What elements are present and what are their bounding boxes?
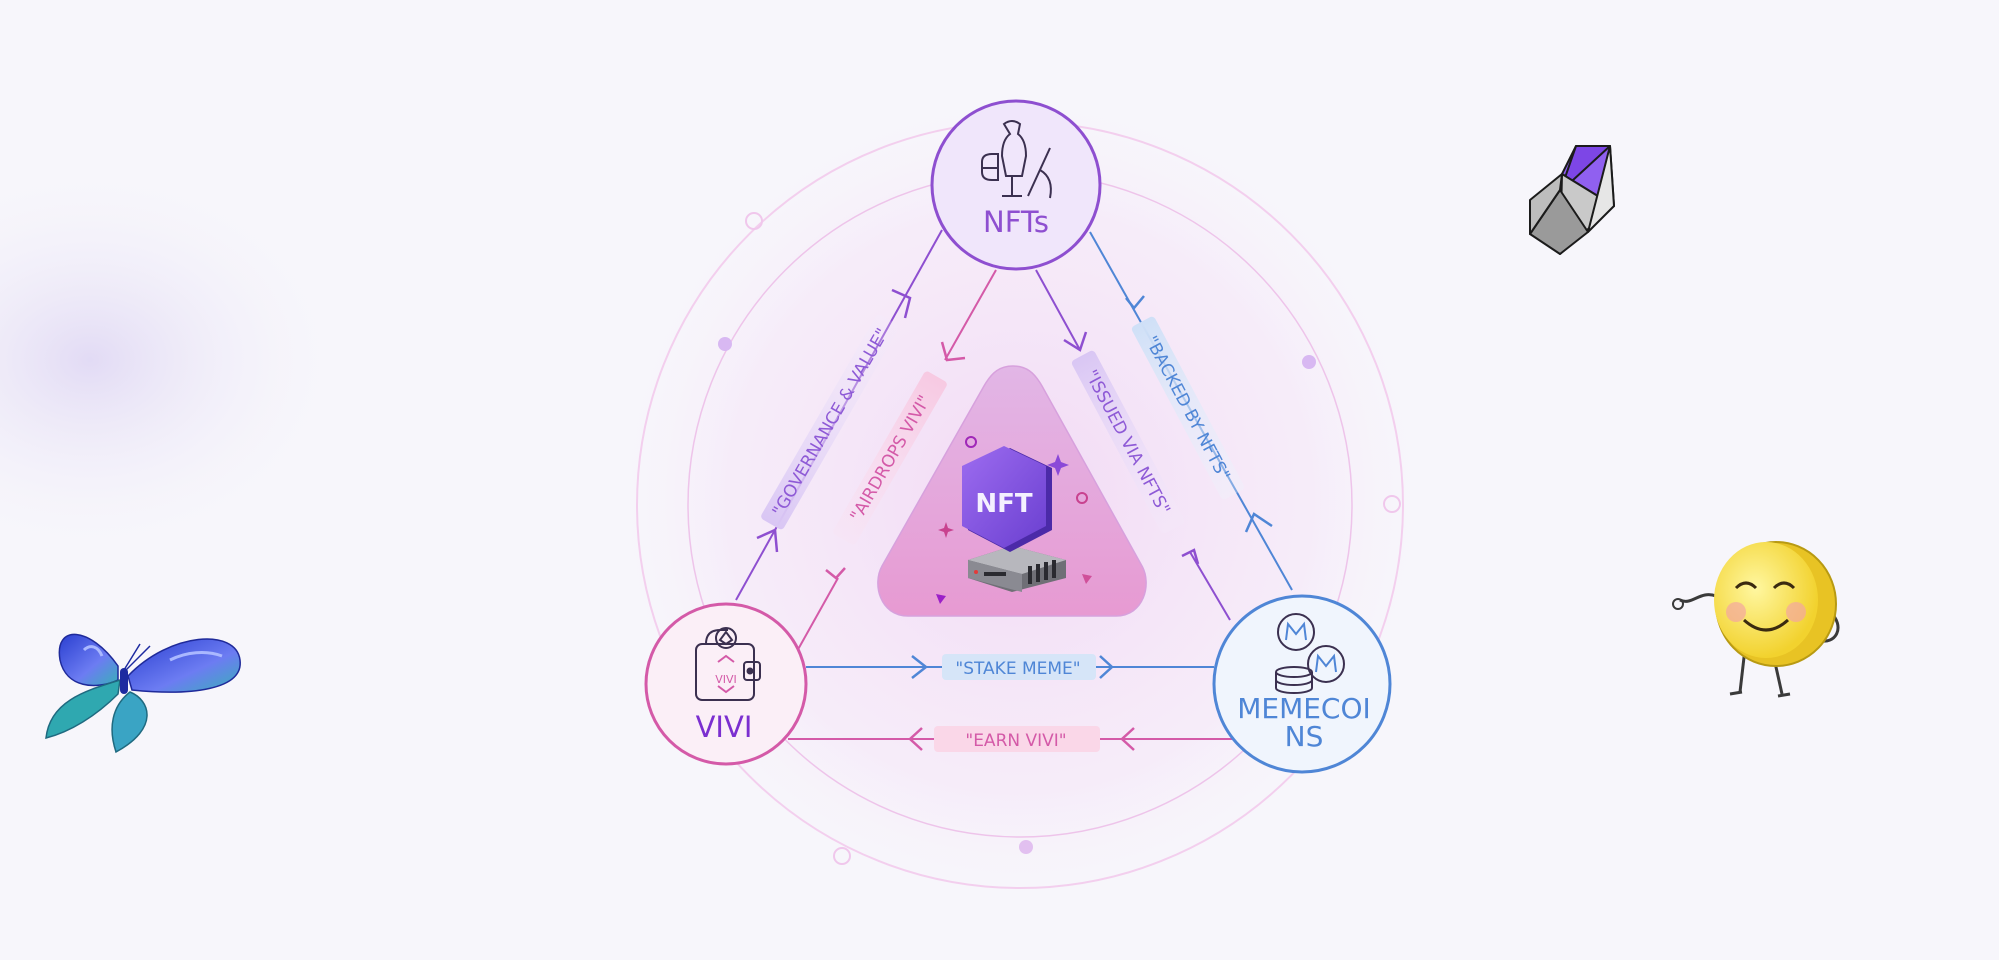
ring-dot (718, 337, 732, 351)
earn-tag (934, 726, 1100, 752)
ring-dot (1302, 355, 1316, 369)
ethereum-icon (1529, 145, 1615, 255)
node-vivi[interactable]: VIVI VIVI (644, 602, 808, 766)
ring-dot (833, 847, 851, 865)
backed-tag (1131, 316, 1245, 500)
butterfly-icon (45, 633, 241, 754)
issued-tag (1071, 350, 1185, 534)
left-background-glow (0, 160, 350, 560)
wallet-badge-label: VIVI (715, 673, 737, 686)
wallet-icon: VIVI (695, 627, 761, 701)
ring-dot (745, 212, 763, 230)
edge-stake: "STAKE MEME" (806, 654, 1214, 680)
ring-dot (1019, 840, 1033, 854)
center-triangle: NFT (877, 365, 1147, 617)
ring-dot (1383, 495, 1401, 513)
airdrops-tag (833, 371, 947, 545)
node-memecoins[interactable]: MEMECOI NS (1212, 594, 1392, 774)
governance-tag (761, 314, 899, 530)
coin-stack-icon (1275, 613, 1345, 694)
node-nfts-label: NFTs (983, 205, 1049, 239)
edge-earn: "EARN VIVI" (788, 726, 1232, 752)
node-nfts[interactable]: NFTs (930, 99, 1102, 271)
node-vivi-label: VIVI (696, 710, 753, 744)
node-memecoins-label-2: NS (1285, 720, 1324, 753)
mannequin-sewing-icon (981, 120, 1052, 199)
center-badge-label: NFT (975, 489, 1033, 519)
stake-label: "STAKE MEME" (955, 659, 1080, 679)
smiling-coin-mascot-icon (1672, 541, 1840, 698)
earn-label: "EARN VIVI" (965, 731, 1066, 751)
stake-tag (942, 654, 1096, 680)
node-memecoins-label-1: MEMECOI (1237, 692, 1371, 725)
nft-server-icon: NFT (962, 446, 1066, 592)
